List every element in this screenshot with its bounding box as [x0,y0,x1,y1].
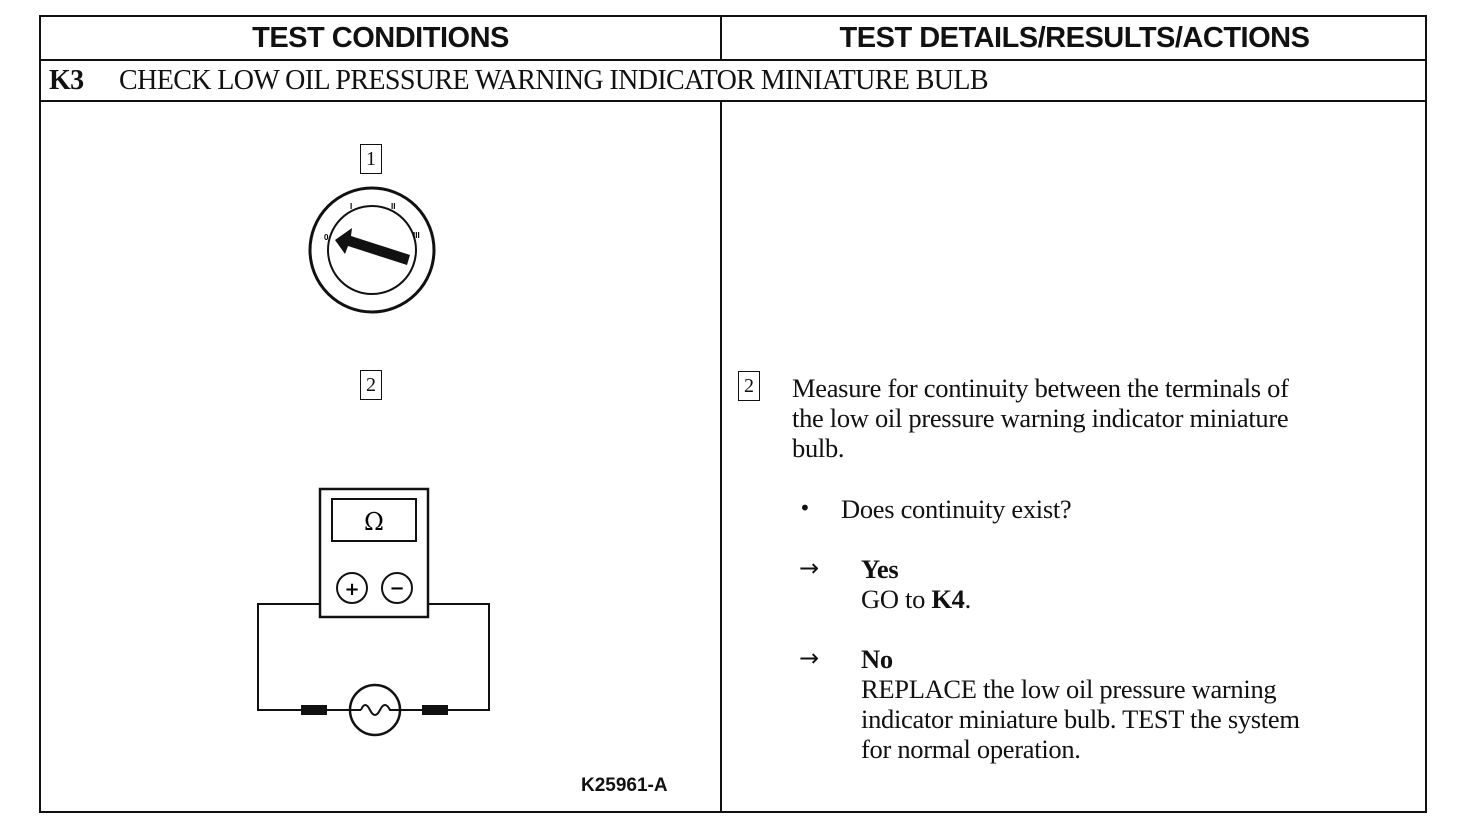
no-line-2: indicator miniature bulb. TEST the syste… [861,704,1300,734]
instruction-line-2: the low oil pressure warning indicator m… [792,403,1289,433]
yes-action-prefix: GO to [861,584,932,614]
header-test-details: TEST DETAILS/RESULTS/ACTIONS [839,21,1310,54]
question-text: Does continuity exist? [841,494,1072,524]
arrow-right-icon-2: → [799,644,820,672]
arrow-right-icon: → [799,554,820,582]
instruction-text: Measure for continuity between the termi… [792,373,1289,463]
no-line-3: for normal operation. [861,734,1081,764]
step-divider [41,100,1425,102]
switch-pos-0: 0 [324,233,329,242]
step-title: CHECK LOW OIL PRESSURE WARNING INDICATOR… [119,64,989,96]
switch-pos-3: III [413,231,420,240]
no-label: No [861,644,893,674]
yes-action-target: K4 [931,584,965,614]
step-title-row: K3 CHECK LOW OIL PRESSURE WARNING INDICA… [41,61,1425,100]
callout-2: 2 [360,370,382,400]
step-id: K3 [49,64,84,96]
header-divider [41,59,1425,61]
no-result: No REPLACE the low oil pressure warning … [861,644,1300,764]
callout-1: 1 [360,144,382,174]
figure-code: K25961-A [581,775,668,796]
plus-terminal-label: + [344,579,359,600]
bullet-icon: • [799,496,811,520]
ohmmeter-circuit-diagram: Ω + − [257,487,490,737]
ohm-symbol: Ω [364,508,384,536]
diagnostic-table: TEST CONDITIONS TEST DETAILS/RESULTS/ACT… [39,15,1427,813]
column-divider [720,102,722,813]
yes-action-suffix: . [964,584,972,614]
yes-result: Yes GO to K4. [861,554,971,614]
no-line-1: REPLACE the low oil pressure warning [861,674,1277,704]
switch-pos-2: II [391,202,395,211]
details-callout: 2 [738,371,760,401]
instruction-line-1: Measure for continuity between the termi… [792,373,1289,403]
ignition-switch-icon: 0 I II III [308,186,436,314]
minus-terminal-label: − [389,578,404,599]
instruction-line-3: bulb. [792,433,845,463]
switch-pos-1: I [350,202,352,211]
yes-label: Yes [861,554,899,584]
header-test-conditions: TEST CONDITIONS [41,17,722,59]
